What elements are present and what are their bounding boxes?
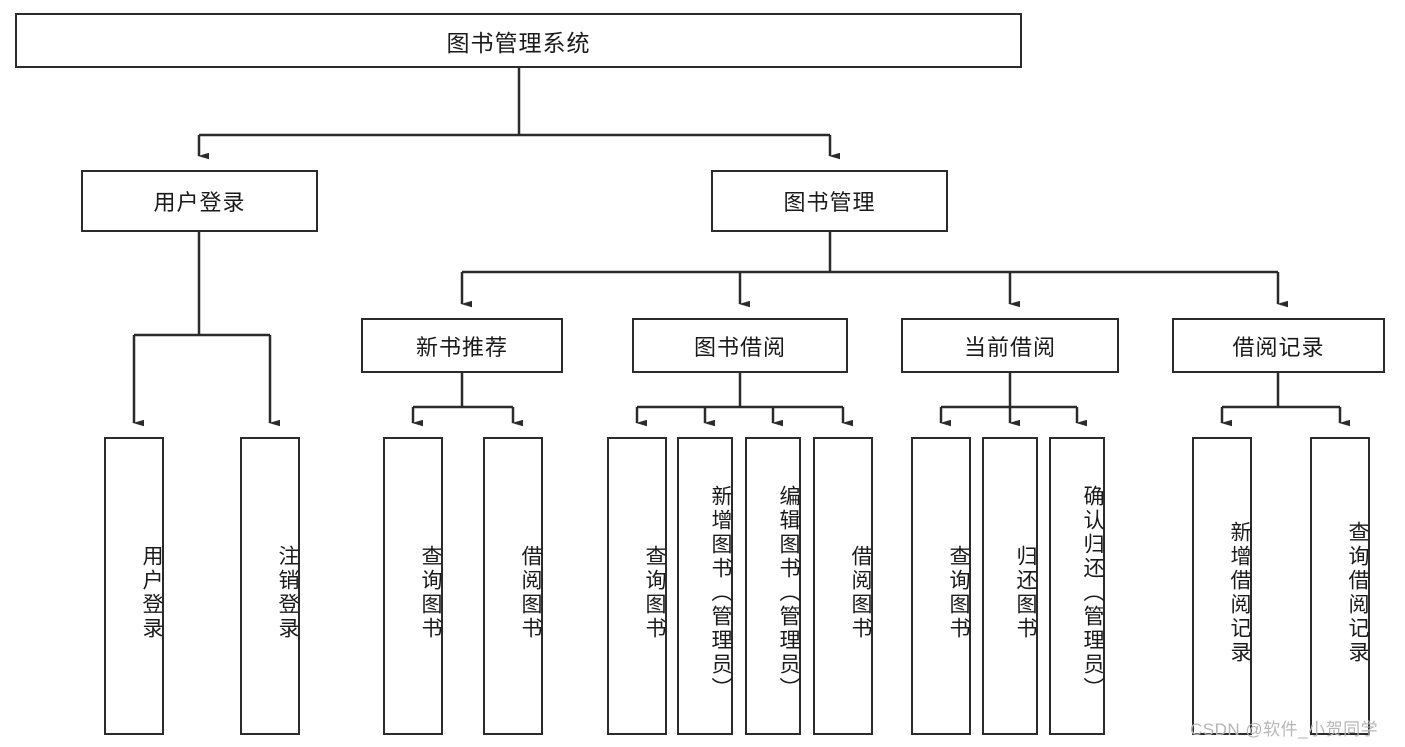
leaf-user-login[interactable]: 用户登录: [104, 437, 164, 735]
leaf-query-book-recommend[interactable]: 查询图书: [383, 437, 443, 735]
leaf-confirm-return-admin[interactable]: 确认归还（管理员）: [1049, 437, 1105, 735]
node-user-login[interactable]: 用户登录: [81, 170, 318, 232]
node-book-management[interactable]: 图书管理: [711, 170, 948, 232]
node-book-borrow[interactable]: 图书借阅: [632, 318, 848, 373]
csdn-watermark: CSDN @软件_小贺同学: [1190, 720, 1379, 739]
leaf-edit-book-admin[interactable]: 编辑图书（管理员）: [745, 437, 801, 735]
node-borrow-record[interactable]: 借阅记录: [1172, 318, 1385, 373]
leaf-query-book-current[interactable]: 查询图书: [911, 437, 971, 735]
leaf-query-book-borrow[interactable]: 查询图书: [607, 437, 667, 735]
leaf-return-book[interactable]: 归还图书: [982, 437, 1038, 735]
leaf-query-borrow-record[interactable]: 查询借阅记录: [1310, 437, 1370, 735]
leaf-borrow-book-recommend[interactable]: 借阅图书: [483, 437, 543, 735]
leaf-logout[interactable]: 注销登录: [240, 437, 300, 735]
node-root-system[interactable]: 图书管理系统: [15, 13, 1022, 68]
node-new-book-recommend[interactable]: 新书推荐: [361, 318, 563, 373]
node-current-borrow[interactable]: 当前借阅: [901, 318, 1119, 373]
leaf-borrow-book[interactable]: 借阅图书: [813, 437, 873, 735]
leaf-add-book-admin[interactable]: 新增图书（管理员）: [677, 437, 733, 735]
leaf-add-borrow-record[interactable]: 新增借阅记录: [1192, 437, 1252, 735]
